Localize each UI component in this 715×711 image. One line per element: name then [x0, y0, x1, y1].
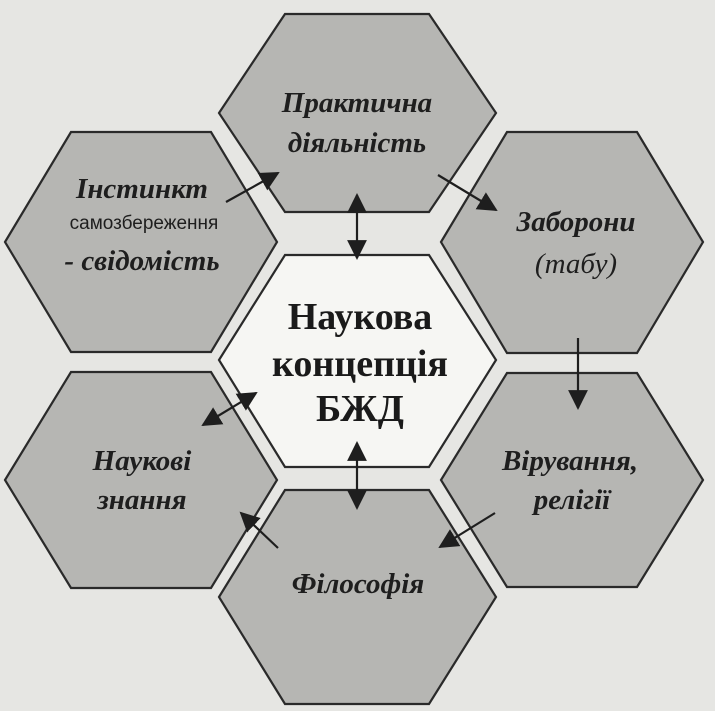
beliefs-label-2: релігії	[531, 484, 612, 516]
center-label-3: БЖД	[316, 388, 404, 430]
hex-philosophy	[217, 488, 498, 706]
arrow-instinct-practical	[225, 172, 280, 203]
arrow-philosophy-science	[239, 511, 279, 549]
bans-label-1: Заборони	[515, 206, 635, 238]
hex-bans	[439, 130, 705, 355]
instinct-label-1: Інстинкт	[75, 173, 208, 205]
center-label-1: Наукова	[288, 296, 433, 338]
practical-label-1: Практична	[281, 87, 432, 119]
hex-practical	[217, 12, 498, 214]
practical-label-2: діяльність	[288, 127, 426, 159]
science-label-1: Наукові	[92, 445, 192, 477]
arrow-beliefs-philosophy	[438, 512, 496, 549]
hex-instinct	[3, 130, 279, 354]
instinct-label-3: - свідомість	[64, 245, 219, 277]
center-label-2: концепція	[272, 343, 448, 385]
philosophy-label: Філософія	[292, 568, 425, 600]
bans-label-2: (табу)	[535, 248, 617, 280]
hex-center	[217, 253, 498, 469]
science-label-2: знання	[96, 484, 186, 516]
arrow-practical-bans	[437, 174, 498, 212]
instinct-label-2: самозбереження	[70, 213, 219, 234]
arrow-science-center	[201, 391, 258, 427]
beliefs-label-1: Вірування,	[501, 445, 638, 477]
hex-beliefs	[439, 371, 705, 589]
